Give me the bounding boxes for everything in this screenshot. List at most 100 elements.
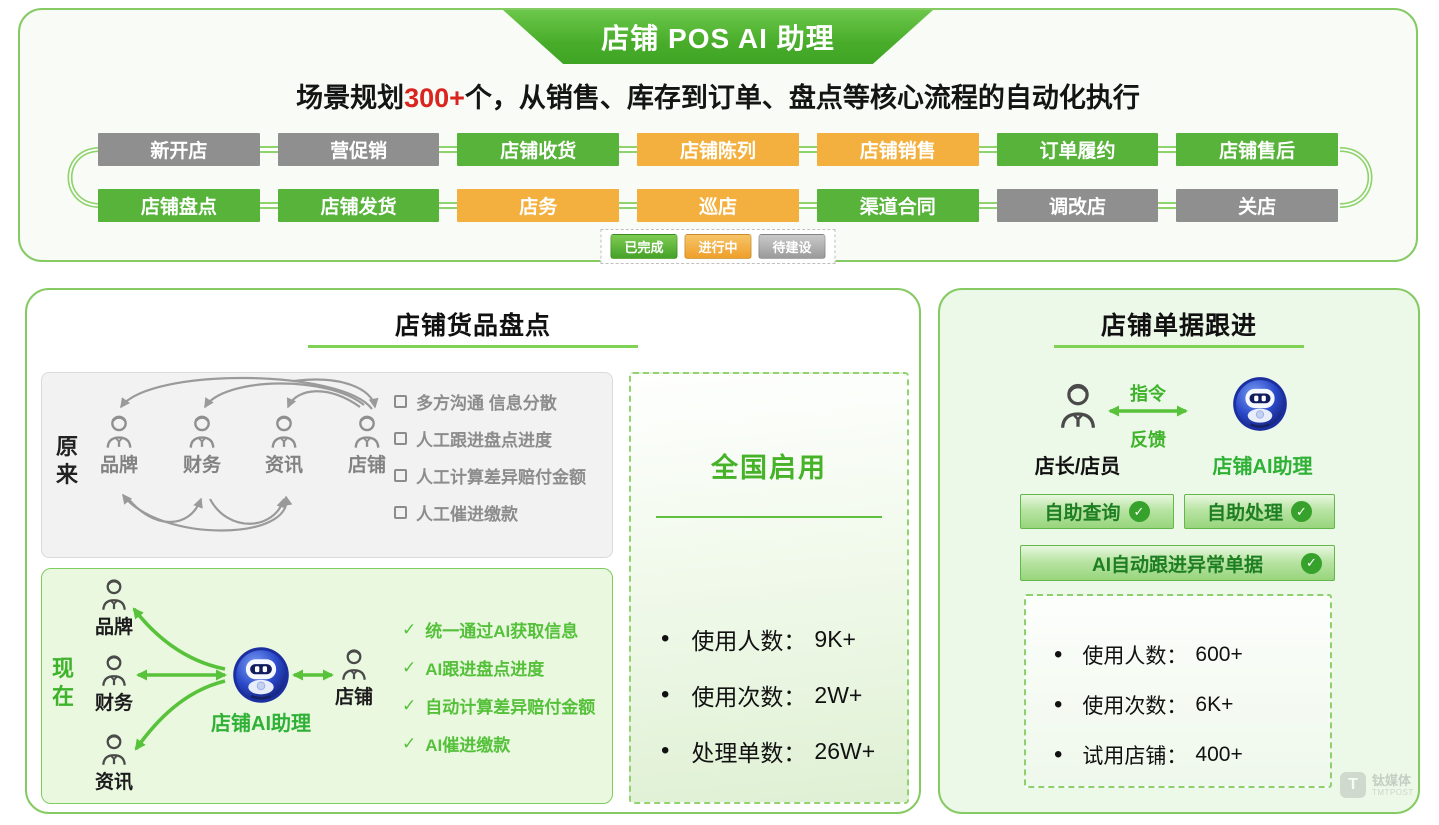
stat-line: 使用人数：600+ [1054, 640, 1242, 670]
process-box: 巡店 [637, 189, 799, 222]
store-staff-label: 店长/店员 [1034, 456, 1121, 478]
person-info: 资讯 [249, 413, 319, 477]
person-icon [336, 647, 372, 681]
ai-followup-button: AI自动跟进异常单据 [1020, 545, 1335, 581]
process-box: 店铺售后 [1176, 133, 1339, 166]
benefit-item: AI跟进盘点进度 [402, 655, 595, 680]
watermark-name: 钛媒体 [1372, 772, 1412, 788]
rollout-box: 全国启用 使用人数：9K+ 使用次数：2W+ 处理单数：26W+ [629, 372, 909, 804]
issue-item: 多方沟通 信息分散 [394, 389, 586, 414]
title-underline [308, 345, 638, 348]
legend-badge-done: 已完成 [610, 234, 678, 259]
feedback-label: 反馈 [1130, 430, 1166, 450]
bullet-icon [661, 625, 669, 653]
process-box: 店铺盘点 [98, 189, 260, 222]
issue-item: 人工催进缴款 [394, 500, 586, 525]
check-icon [402, 696, 416, 716]
process-row-1: 新开店 营促销 店铺收货 店铺陈列 店铺销售 订单履约 店铺售后 [98, 133, 1339, 166]
connector [439, 202, 458, 209]
ai-robot-icon [1232, 376, 1288, 432]
messy-communication-arrows [120, 376, 379, 532]
ai-assistant-label: 店铺AI助理 [1212, 456, 1313, 478]
document-followup-panel: 店铺单据跟进 店长/店员 指令 反馈 店铺AI助理 自助查询 自助处理 AI自动… [938, 288, 1420, 814]
banner-title: 店铺 POS AI 助理 [503, 10, 933, 64]
benefit-list: 统一通过AI获取信息 AI跟进盘点进度 自动计算差异赔付金额 AI催进缴款 [402, 617, 595, 769]
person-icon [96, 577, 132, 611]
pos-ai-overview-panel: 店铺 POS AI 助理 场景规划300+个，从销售、库存到订单、盘点等核心流程… [18, 8, 1418, 264]
rollout-headline: 全国启用 [711, 453, 827, 483]
now-label: 现在 [51, 656, 74, 709]
issue-list: 多方沟通 信息分散 人工跟进盘点进度 人工计算差异赔付金额 人工催进缴款 [394, 389, 586, 537]
legend-badge-pending: 待建设 [758, 234, 826, 259]
connector [1158, 202, 1177, 209]
title-underline [1054, 345, 1304, 348]
command-label: 指令 [1130, 384, 1166, 404]
process-box: 调改店 [996, 189, 1159, 222]
person-icon [96, 653, 132, 687]
inventory-panel: 店铺货品盘点 原来 品牌 财务 资讯 [25, 288, 921, 814]
check-icon [402, 620, 416, 640]
bullet-icon [1054, 741, 1062, 769]
tmtpost-logo-icon: T [1340, 772, 1366, 798]
issue-item: 人工跟进盘点进度 [394, 426, 586, 451]
divider [656, 516, 882, 518]
person-info: 资讯 [79, 732, 149, 794]
person-icon [1052, 380, 1104, 430]
bullet-icon [661, 681, 669, 709]
issue-item: 人工计算差异赔付金额 [394, 463, 586, 488]
self-query-button: 自助查询 [1020, 494, 1174, 529]
highlight-count: 300+ [404, 83, 465, 113]
process-box: 店铺销售 [816, 133, 979, 166]
connector [619, 146, 638, 153]
right-panel-title: 店铺单据跟进 [1100, 312, 1257, 340]
process-box: 店铺发货 [277, 189, 440, 222]
before-box: 原来 品牌 财务 资讯 店铺 多方沟通 信息分散 人工跟进盘点进度 人工计算差异… [41, 372, 613, 558]
subtitle: 场景规划300+个，从销售、库存到订单、盘点等核心流程的自动化执行 [296, 83, 1140, 113]
benefit-item: 统一通过AI获取信息 [402, 617, 595, 642]
person-finance: 财务 [79, 653, 149, 715]
now-box: 现在 品牌 财务 资讯 店铺AI助理 店铺 统一通过AI获取信息 AI跟进盘点进… [41, 568, 613, 804]
person-icon [100, 413, 138, 449]
process-box: 订单履约 [996, 133, 1159, 166]
process-box: 渠道合同 [816, 189, 979, 222]
person-icon [96, 732, 132, 766]
checkbox-icon [394, 506, 407, 519]
legend-badge-progress: 进行中 [684, 234, 752, 259]
connector [798, 146, 817, 153]
stat-line: 处理单数：26W+ [661, 734, 875, 768]
stat-line: 试用店铺：400+ [1054, 740, 1242, 770]
process-box: 店铺陈列 [637, 133, 799, 166]
checkbox-icon [394, 469, 407, 482]
connector [798, 202, 817, 209]
checkbox-icon [394, 432, 407, 445]
person-shop: 店铺 [319, 647, 389, 709]
self-handle-button: 自助处理 [1184, 494, 1335, 529]
benefit-item: AI催进缴款 [402, 731, 595, 756]
ai-assistant-label: 店铺AI助理 [211, 713, 311, 735]
connector [259, 202, 278, 209]
check-circle-icon [1291, 501, 1312, 522]
process-box: 新开店 [98, 133, 260, 166]
person-icon [265, 413, 303, 449]
benefit-item: 自动计算差异赔付金额 [402, 693, 595, 718]
connector [1158, 146, 1177, 153]
ai-robot-icon [232, 646, 290, 704]
ai-hub-arrows [132, 607, 334, 751]
connector [439, 146, 458, 153]
banner-title-text: 店铺 POS AI 助理 [601, 23, 835, 54]
usage-stats-box: 使用人数：600+ 使用次数：6K+ 试用店铺：400+ [1024, 594, 1332, 788]
person-brand: 品牌 [84, 413, 154, 477]
person-brand: 品牌 [79, 577, 149, 639]
process-row-2: 店铺盘点 店铺发货 店务 巡店 渠道合同 调改店 关店 [98, 189, 1339, 222]
check-circle-icon [1301, 552, 1322, 574]
bullet-icon [661, 737, 669, 765]
check-circle-icon [1128, 501, 1150, 522]
person-finance: 财务 [167, 413, 237, 477]
process-box: 关店 [1176, 189, 1339, 222]
bullet-icon [1054, 641, 1062, 669]
stat-line: 使用次数：6K+ [1054, 690, 1243, 720]
rollout-stats: 使用人数：9K+ 使用次数：2W+ 处理单数：26W+ [661, 622, 875, 790]
bullet-icon [1054, 691, 1062, 719]
connector [259, 146, 278, 153]
connector [978, 202, 997, 209]
